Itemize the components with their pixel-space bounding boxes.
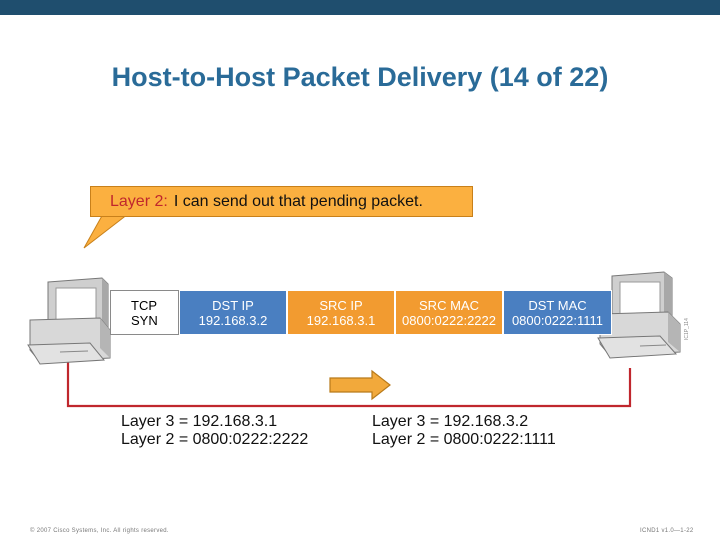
packet-field-dst-ip: DST IP 192.168.3.2 [179, 290, 287, 335]
right-host-addresses: Layer 3 = 192.168.3.2 Layer 2 = 0800:022… [372, 413, 556, 449]
field-name: SRC MAC [419, 297, 479, 313]
packet-field-src-mac: SRC MAC 0800:0222:2222 [395, 290, 503, 335]
field-value: 192.168.3.1 [306, 312, 376, 328]
right-host-layer3: Layer 3 = 192.168.3.2 [372, 413, 529, 430]
callout-message: I can send out that pending packet. [173, 192, 423, 210]
field-name: SRC IP [319, 297, 363, 313]
slide-title: Host-to-Host Packet Delivery (14 of 22) [111, 62, 609, 92]
layer2-callout: Layer 2: I can send out that pending pac… [90, 186, 473, 217]
field-value: 0800:0222:2222 [402, 312, 496, 328]
packet-frame: TCP SYN DST IP 192.168.3.2 SRC IP 192.16… [110, 290, 612, 335]
computer-icon [597, 271, 681, 359]
right-arrow-icon [329, 369, 391, 401]
slide-number: ICND1 v1.0—1-22 [640, 528, 694, 534]
left-host-layer3: Layer 3 = 192.168.3.1 [121, 413, 278, 430]
computer-icon [27, 277, 111, 365]
field-value: SYN [131, 312, 158, 328]
left-host-addresses: Layer 3 = 192.168.3.1 Layer 2 = 0800:022… [121, 413, 308, 449]
field-value: 192.168.3.2 [198, 312, 268, 328]
callout-label: Layer 2: [110, 192, 168, 210]
copyright-footer: © 2007 Cisco Systems, Inc. All rights re… [30, 528, 169, 534]
callout-pointer [83, 213, 130, 249]
top-bar [0, 0, 720, 15]
field-name: DST IP [212, 297, 254, 313]
packet-field-src-ip: SRC IP 192.168.3.1 [287, 290, 395, 335]
field-name: TCP [131, 297, 157, 313]
field-name: DST MAC [528, 297, 587, 313]
right-host-layer2: Layer 2 = 0800:0222:1111 [372, 431, 556, 448]
left-host-layer2: Layer 2 = 0800:0222:2222 [121, 431, 309, 448]
packet-field-dst-mac: DST MAC 0800:0222:1111 [503, 290, 612, 335]
network-link [66, 360, 632, 408]
field-value: 0800:0222:1111 [511, 312, 604, 328]
packet-field-tcp: TCP SYN [110, 290, 179, 335]
